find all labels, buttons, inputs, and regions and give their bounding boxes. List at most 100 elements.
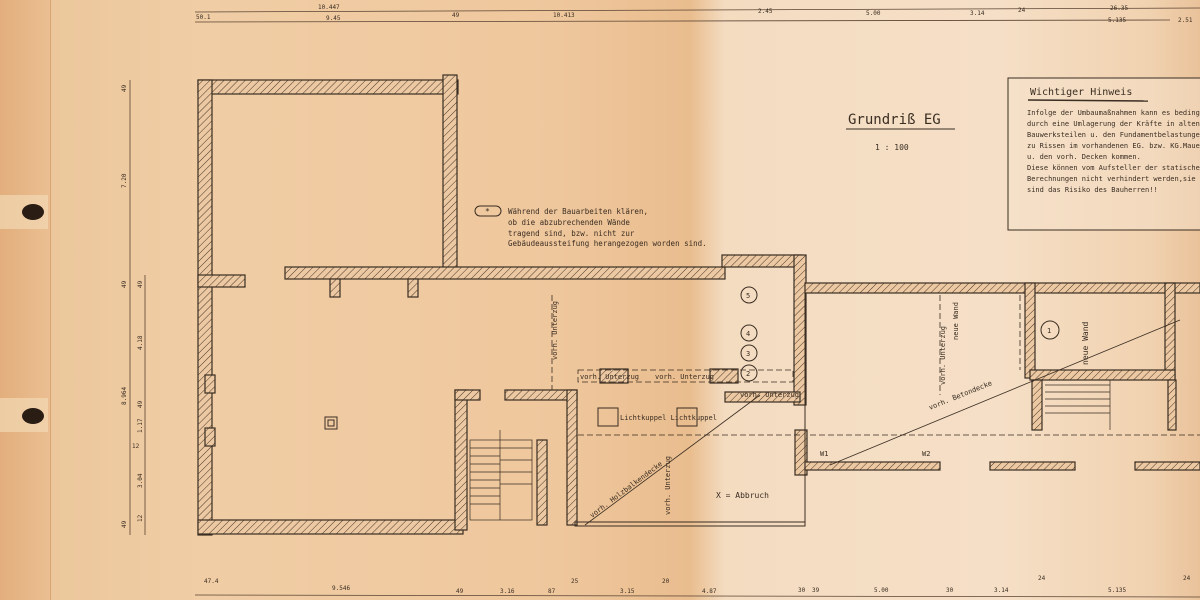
dimension-label: 47.4 <box>204 578 219 585</box>
ceiling-diagonals <box>584 319 1181 526</box>
punch-hole <box>22 204 44 220</box>
wall <box>504 389 578 401</box>
wall <box>1164 282 1176 379</box>
dimension-label: 3.15 <box>620 588 635 595</box>
dimension-label: 30 <box>946 587 954 594</box>
column <box>599 368 629 384</box>
svg-text:durch eine Umlagerung der Kräf: durch eine Umlagerung der Kräfte in alte… <box>1027 120 1200 128</box>
svg-text:Diese können vom Aufsteller de: Diese können vom Aufsteller der statisch… <box>1027 164 1200 172</box>
dimension-label: 2.51 <box>1178 17 1193 24</box>
wall <box>204 427 216 447</box>
wall <box>724 391 801 403</box>
dimension-label: 49 <box>456 588 464 595</box>
beam-label: vorh. Unterzug <box>664 456 672 515</box>
staircase-left <box>469 430 533 521</box>
wall <box>574 521 806 527</box>
dimension-label: 9.45 <box>326 15 341 22</box>
beam-lines <box>551 295 1200 436</box>
wall <box>454 389 468 531</box>
dimension-label: 4.18 <box>137 335 144 350</box>
dimension-label: 5.00 <box>874 587 889 594</box>
punch-hole <box>22 408 44 424</box>
dimension-label: 24 <box>1018 7 1026 14</box>
dimension-label: 20 <box>662 578 670 585</box>
dimension-label: 9.546 <box>332 585 350 592</box>
dimension-label: 49 <box>137 280 144 288</box>
svg-text:ob die abzubrechenden Wände: ob die abzubrechenden Wände <box>508 218 630 227</box>
notice-box <box>1007 77 1200 231</box>
wall <box>1031 379 1043 431</box>
dimension-label: 3.16 <box>500 588 515 595</box>
dimension-label: 24 <box>1183 575 1191 582</box>
dimension-label: 8.964 <box>121 387 128 405</box>
wall <box>566 389 578 526</box>
wall <box>1029 369 1176 381</box>
wall <box>1134 461 1200 471</box>
remark-symbol-text: * <box>485 207 490 216</box>
dimension-label: 26.35 <box>1110 5 1128 12</box>
dimension-label: 1.17 <box>137 418 144 433</box>
walls <box>197 74 1200 536</box>
dimension-label: 5.135 <box>1108 17 1126 24</box>
dimension-label: 25 <box>571 578 579 585</box>
wall <box>793 254 807 406</box>
dimension-label: 7.20 <box>121 173 128 188</box>
dimension-label: 49 <box>121 84 128 92</box>
marker-label: 3 <box>746 350 750 358</box>
wall <box>284 266 726 280</box>
dimension-label: 87 <box>548 588 556 595</box>
dimension-label: 49 <box>452 12 460 19</box>
concrete-ceiling-label: vorh. Betondecke <box>928 379 994 412</box>
chimney <box>324 416 338 430</box>
marker-label: 4 <box>746 330 750 338</box>
skylight-label: Lichtkuppel Lichtkuppel <box>620 414 717 422</box>
dimension-label: 5.00 <box>866 10 881 17</box>
wall <box>536 439 548 526</box>
dimension-label: 2.45 <box>758 8 773 15</box>
beam-label: vorh. Unterzug <box>939 326 947 385</box>
dimension-label: 4.87 <box>702 588 717 595</box>
svg-text:tragend sind, bzw. nicht zur: tragend sind, bzw. nicht zur <box>508 229 635 238</box>
wall <box>804 461 941 471</box>
wall <box>329 278 341 298</box>
svg-text:sind das Risiko des Bauherren!: sind das Risiko des Bauherren!! <box>1027 186 1158 194</box>
marker-label: 5 <box>746 292 750 300</box>
svg-text:zu Rissen im vorhandenen EG. b: zu Rissen im vorhandenen EG. bzw. KG.Mau… <box>1027 142 1200 150</box>
wood-ceiling-label: vorh. Holzbalkendecke <box>588 460 664 520</box>
dimension-label: 49 <box>121 280 128 288</box>
beam-label: vorh. Unterzug <box>580 373 639 381</box>
svg-text:Gebäudeaussteifung herangezoge: Gebäudeaussteifung herangezogen worden s… <box>508 239 707 248</box>
plan-scale: 1 : 100 <box>875 143 909 152</box>
beam-label: vorh. Unterzug <box>551 301 559 360</box>
wall <box>1024 282 1036 379</box>
wall <box>197 79 213 536</box>
dimension-label: 3.04 <box>137 473 144 488</box>
column <box>709 368 739 384</box>
wall <box>989 461 1076 471</box>
svg-text:Während der Bauarbeiten klären: Während der Bauarbeiten klären, <box>508 207 648 216</box>
wall <box>442 74 458 276</box>
dimension-label: 3.14 <box>994 587 1009 594</box>
dimension-label: 5.135 <box>1108 587 1126 594</box>
dimension-label: 12 <box>132 443 140 450</box>
new-wall-label: neue Wand <box>1081 321 1090 365</box>
dimension-label: 30 <box>798 587 806 594</box>
dimension-label: 39 <box>812 587 820 594</box>
dimension-label: 3.14 <box>970 10 985 17</box>
beam-label: vorh. Unterzug <box>655 373 714 381</box>
svg-text:Infolge der Umbaumaßnahmen kan: Infolge der Umbaumaßnahmen kann es bedin… <box>1027 109 1200 117</box>
window-label: W1 <box>820 450 828 458</box>
new-wall-label: neue Wand <box>952 302 960 340</box>
svg-text:Bauwerksteilen u. den Fundamen: Bauwerksteilen u. den Fundamentbelastung… <box>1027 131 1200 139</box>
dimension-label: 50.1 <box>196 14 211 21</box>
beam-label: vorh. Unterzug <box>740 391 799 399</box>
remark-symbol <box>474 205 502 217</box>
paper-margin <box>0 0 51 600</box>
dimension-label: 49 <box>121 520 128 528</box>
wall <box>1167 379 1177 431</box>
dimension-label: 24 <box>1038 575 1046 582</box>
wall <box>454 389 481 401</box>
notice-text: Infolge der Umbaumaßnahmen kann es bedin… <box>1027 109 1200 194</box>
